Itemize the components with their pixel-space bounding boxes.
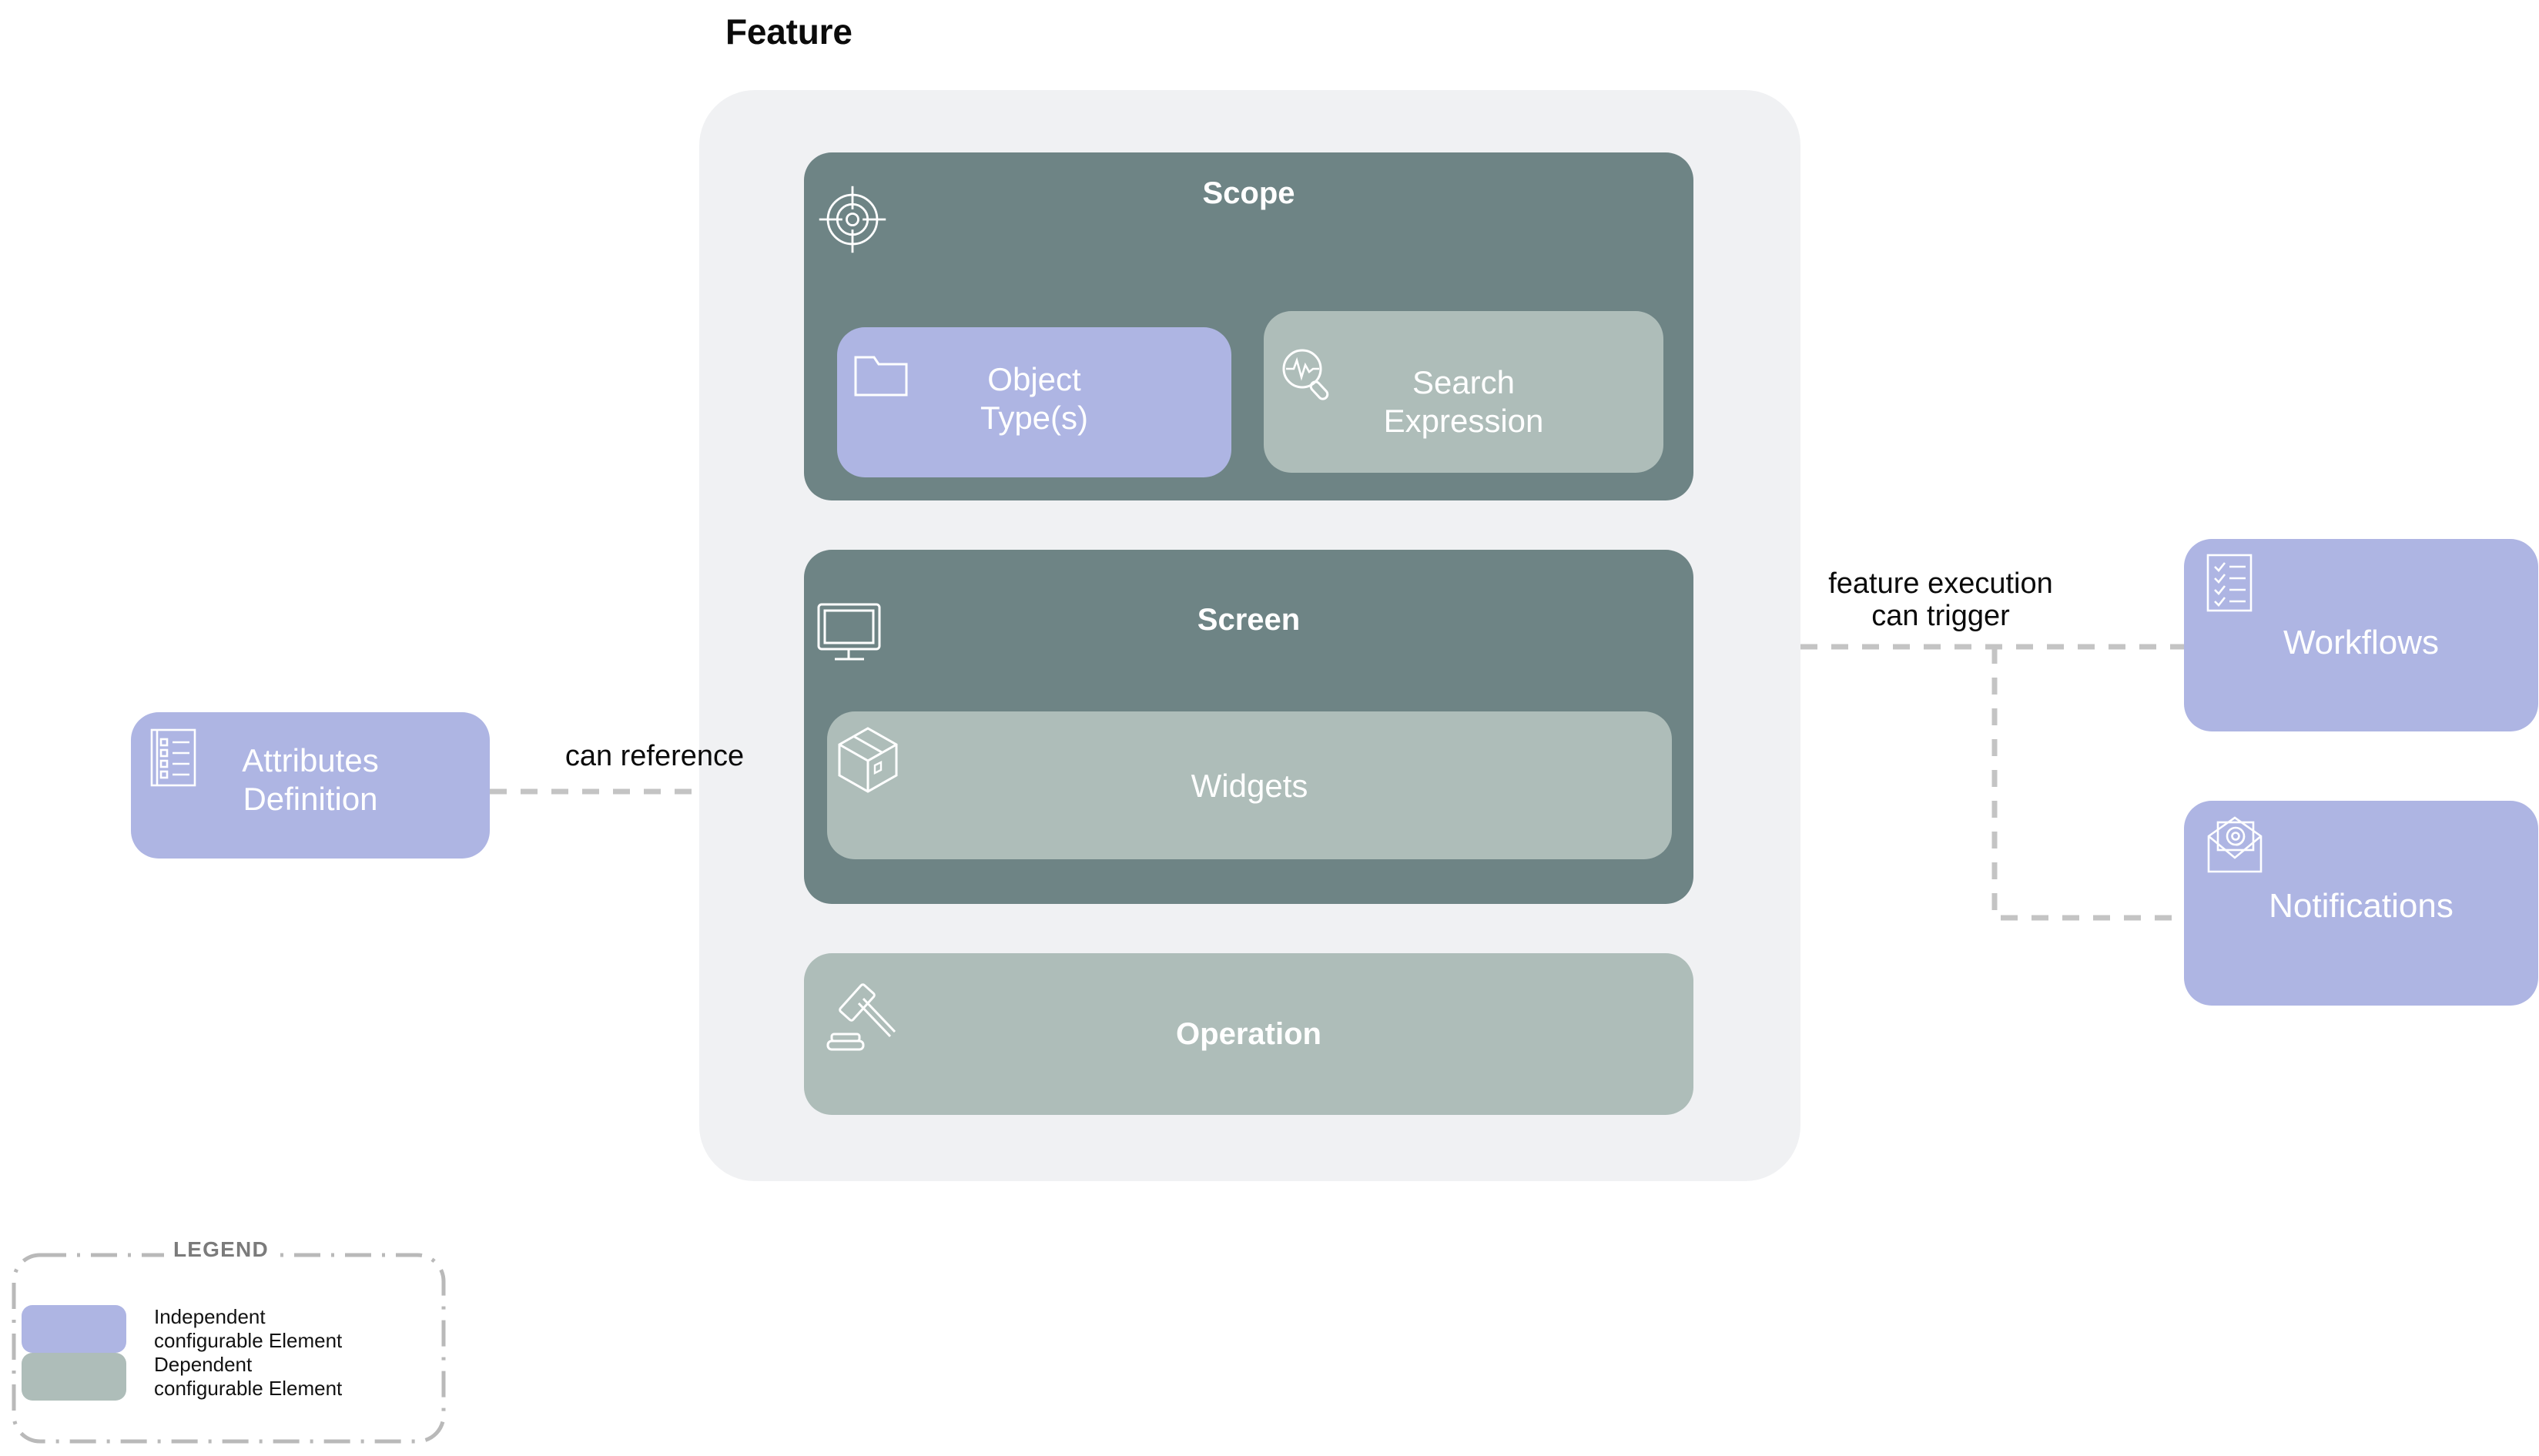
- operation-title: Operation: [1176, 1017, 1321, 1051]
- attributes-definition-label: Attributes Definition: [242, 742, 379, 817]
- page-title: Feature: [725, 12, 852, 52]
- scope-title: Scope: [1202, 176, 1295, 210]
- legend-label-independent: Independent configurable Element: [154, 1305, 343, 1352]
- can-reference-connector-label: can reference: [564, 740, 745, 772]
- legend-border: [12, 1253, 446, 1444]
- legend-item-dependent: Dependent configurable Element: [22, 1353, 342, 1401]
- legend-swatch-independent: [22, 1305, 126, 1353]
- legend-swatch-dependent: [22, 1353, 126, 1401]
- monitor-icon: [816, 602, 893, 665]
- object-types-block[interactable]: [837, 327, 1231, 477]
- checklist-checks-icon: [2206, 553, 2253, 613]
- workflows-label: Workflows: [2283, 624, 2440, 661]
- can-trigger-connector-label: feature execution can trigger: [1828, 567, 2053, 632]
- widgets-label: Widgets: [1191, 768, 1308, 804]
- notifications-label: Notifications: [2269, 887, 2454, 925]
- envelope-at-icon: [2206, 815, 2264, 875]
- legend-label-dependent: Dependent configurable Element: [154, 1353, 343, 1400]
- search-expression-block[interactable]: [1264, 311, 1663, 473]
- target-crosshair-icon: [816, 183, 889, 256]
- folder-icon: [853, 353, 909, 397]
- widgets-block[interactable]: [827, 711, 1672, 859]
- search-waveform-icon: [1281, 348, 1336, 402]
- legend-box: [11, 1252, 447, 1444]
- object-types-label: Object Type(s): [980, 361, 1089, 436]
- package-box-icon: [835, 725, 901, 795]
- screen-title: Screen: [1197, 603, 1301, 637]
- legend-item-independent: Independent configurable Element: [22, 1305, 342, 1353]
- search-expression-label: Search Expression: [1383, 364, 1544, 439]
- workflows-card[interactable]: [2184, 539, 2538, 731]
- gavel-icon: [826, 978, 903, 1055]
- legend-title: LEGEND: [164, 1237, 278, 1262]
- operation-block[interactable]: [804, 953, 1693, 1115]
- checklist-document-icon: [149, 728, 197, 788]
